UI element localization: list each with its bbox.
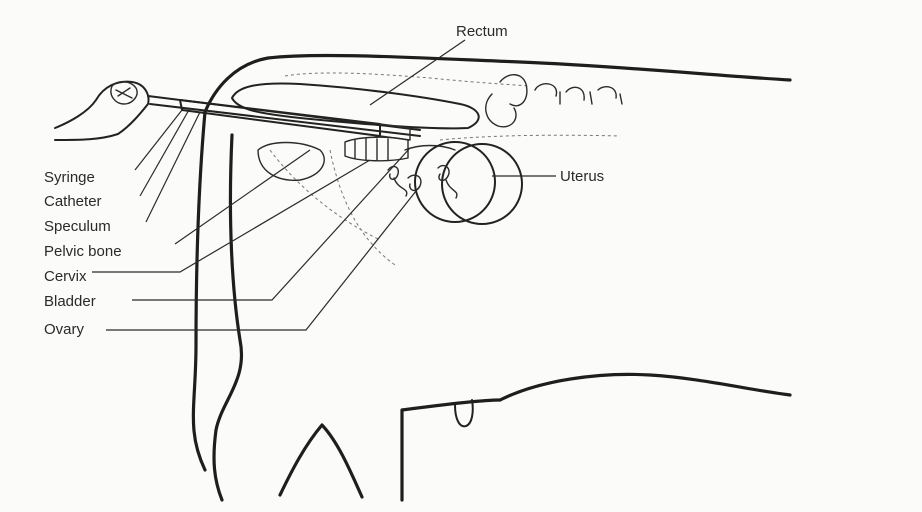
leader-lines	[92, 40, 556, 330]
ovary-right	[438, 166, 457, 198]
leader-rectum	[370, 40, 465, 105]
pelvic-dotted-2	[330, 150, 395, 265]
tail-right	[214, 135, 242, 500]
syringe-plunger	[111, 82, 137, 104]
bowel-dotted-2	[440, 135, 620, 140]
label-bladder: Bladder	[44, 293, 96, 310]
uterus-body	[405, 146, 455, 151]
belly-line	[500, 374, 790, 400]
leader-bladder	[132, 148, 410, 300]
bowel-loops	[500, 75, 622, 106]
label-speculum: Speculum	[44, 218, 111, 235]
label-syringe: Syringe	[44, 169, 95, 186]
tail-left	[193, 112, 205, 470]
udder-outline	[402, 400, 500, 500]
leader-speculum	[146, 112, 200, 222]
label-ovary: Ovary	[44, 321, 85, 338]
label-cervix: Cervix	[44, 268, 87, 285]
label-catheter: Catheter	[44, 193, 102, 210]
speculum-tube	[180, 100, 380, 136]
labels: Rectum Uterus Syringe Catheter Speculum …	[44, 23, 604, 338]
label-rectum: Rectum	[456, 23, 508, 40]
ovary-left	[388, 167, 407, 196]
leader-pelvic-bone	[175, 150, 310, 244]
cervix-rings	[355, 139, 388, 160]
label-uterus: Uterus	[560, 168, 604, 185]
label-pelvic-bone: Pelvic bone	[44, 243, 122, 260]
hind-leg	[280, 425, 362, 497]
intestine-left	[486, 94, 516, 127]
leader-syringe	[135, 110, 182, 170]
hand	[55, 82, 148, 140]
